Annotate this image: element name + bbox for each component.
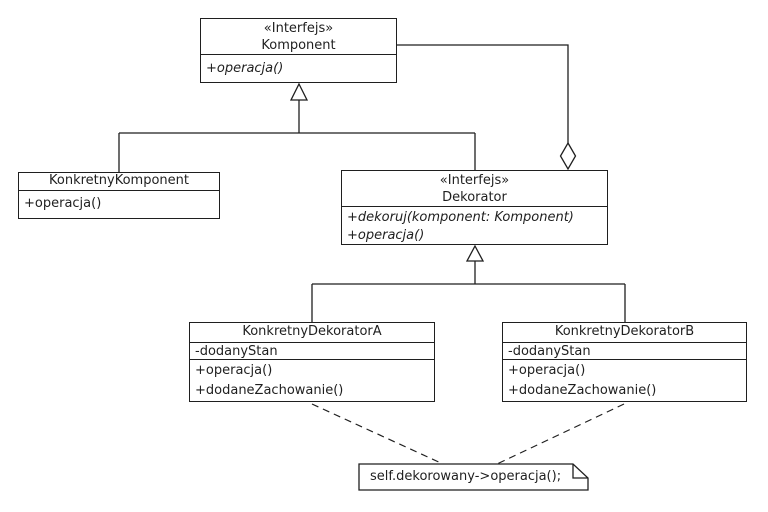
konkretny-dekorator-a-attr-dodanystan: -dodanyStan <box>195 344 278 359</box>
konkretny-dekorator-a-methods: +operacja() +dodaneZachowanie() <box>190 359 434 401</box>
note-attachment-line-a <box>311 403 444 465</box>
konkretny-dekorator-a-name: KonkretnyDekoratorA <box>242 324 382 339</box>
konkretny-komponent-name: KonkretnyKomponent <box>49 173 189 188</box>
class-konkretny-komponent: KonkretnyKomponent +operacja() <box>18 172 220 219</box>
dekorator-method-operacja: +operacja() <box>347 228 425 243</box>
dekorator-name: Dekorator <box>442 190 507 205</box>
hollow-triangle-arrow-dekorator <box>465 244 485 262</box>
generalization-lines-dekorator <box>311 261 626 322</box>
konkretny-dekorator-a-method-operacja: +operacja() <box>195 363 273 378</box>
class-dekorator-title: «Interfejs» Dekorator <box>342 171 607 206</box>
aggregation-dekorator-komponent <box>397 44 577 171</box>
konkretny-dekorator-a-attributes: -dodanyStan <box>190 342 434 359</box>
hollow-triangle-arrow-komponent <box>289 82 309 101</box>
class-konkretny-dekorator-a: KonkretnyDekoratorA -dodanyStan +operacj… <box>189 322 435 402</box>
komponent-stereotype: «Interfejs» <box>263 21 334 36</box>
class-dekorator-methods: +dekoruj(komponent: Komponent) +operacja… <box>342 206 607 244</box>
class-komponent-methods: +operacja() <box>201 54 396 82</box>
hollow-diamond <box>559 141 577 171</box>
konkretny-dekorator-b-method-operacja: +operacja() <box>508 363 586 378</box>
konkretny-dekorator-b-attributes: -dodanyStan <box>503 342 746 359</box>
class-dekorator: «Interfejs» Dekorator +dekoruj(komponent… <box>341 170 608 245</box>
note-attachments <box>311 403 625 465</box>
class-konkretny-dekorator-b: KonkretnyDekoratorB -dodanyStan +operacj… <box>502 322 747 402</box>
konkretny-dekorator-a-method-dodanezachowanie: +dodaneZachowanie() <box>195 383 344 398</box>
komponent-method-operacja: +operacja() <box>206 61 284 76</box>
generalization-to-komponent <box>118 82 476 172</box>
generalization-lines-komponent <box>118 100 476 172</box>
konkretny-dekorator-b-name: KonkretnyDekoratorB <box>554 324 695 339</box>
uml-note-shape <box>358 463 589 491</box>
konkretny-dekorator-b-attr-dodanystan: -dodanyStan <box>508 344 591 359</box>
dekorator-stereotype: «Interfejs» <box>439 173 510 188</box>
note-dogear-fold <box>572 464 588 479</box>
class-komponent-title: «Interfejs» Komponent <box>201 19 396 54</box>
note-attachment-line-b <box>496 403 625 465</box>
konkretny-komponent-method-operacja: +operacja() <box>24 196 102 211</box>
konkretny-dekorator-b-method-dodanezachowanie: +dodaneZachowanie() <box>508 383 657 398</box>
note-outline <box>358 463 589 491</box>
konkretny-komponent-methods: +operacja() <box>19 190 219 218</box>
konkretny-dekorator-b-methods: +operacja() +dodaneZachowanie() <box>503 359 746 401</box>
generalization-to-dekorator <box>311 244 626 322</box>
aggregation-line <box>397 44 569 143</box>
dekorator-method-dekoruj: +dekoruj(komponent: Komponent) <box>347 210 574 225</box>
class-komponent: «Interfejs» Komponent +operacja() <box>200 18 397 83</box>
komponent-name: Komponent <box>261 38 336 53</box>
uml-note-text: self.dekorowany->operacja(); <box>370 469 562 484</box>
